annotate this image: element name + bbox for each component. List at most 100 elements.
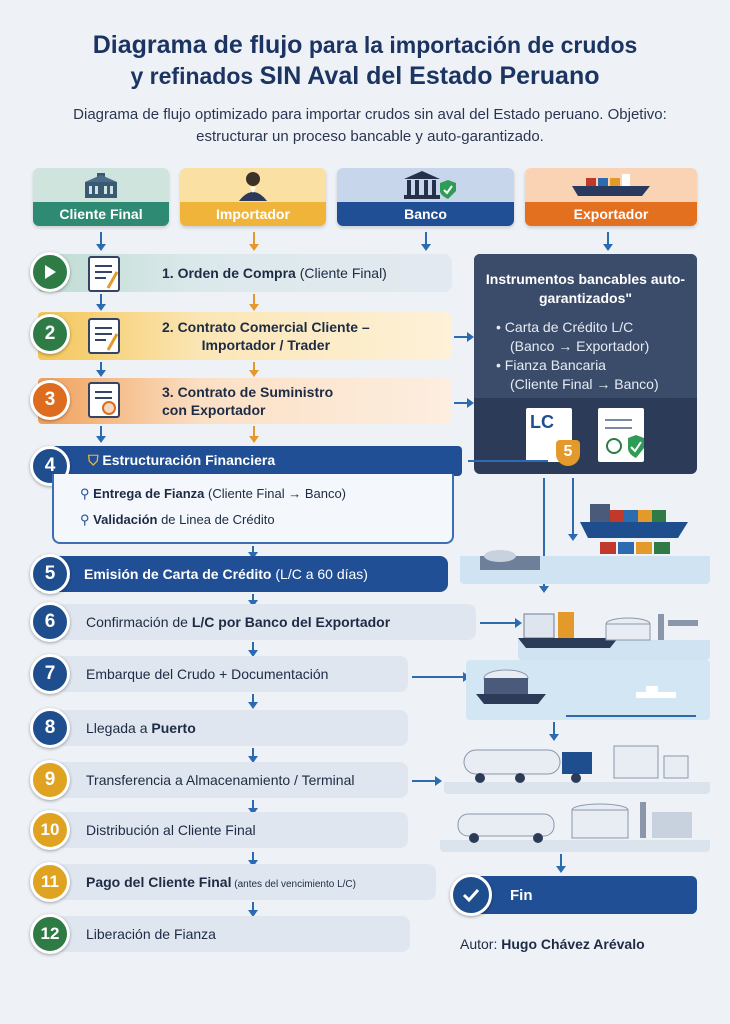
author-name: Hugo Chávez Arévalo	[501, 936, 645, 952]
step-10-badge: 10	[30, 810, 70, 850]
flow-arrow	[412, 776, 442, 786]
step-4-badge: 4	[30, 446, 70, 486]
guarantee-document-icon	[596, 406, 646, 464]
instrument-item-2-label: Fianza Bancaria	[504, 357, 606, 373]
author-label: Autor:	[460, 936, 502, 952]
step-5-note: (L/C a 60 días)	[271, 566, 368, 582]
step-10-pre: Distribución al	[86, 822, 178, 838]
lane-importador: Importador	[180, 168, 326, 226]
flow-arrow	[248, 546, 258, 559]
flow-arrow	[249, 362, 259, 377]
letter-of-credit-icon: LC 5	[524, 406, 580, 466]
flow-arrow	[96, 426, 106, 443]
bank-icon	[337, 168, 514, 202]
step-9-pre: Transferencia a	[86, 772, 186, 788]
flow-arrow	[539, 478, 549, 593]
step-12-title: Liberación de Fianza	[86, 926, 216, 942]
step-4-details: ⚲ Entrega de Fianza (Cliente Final → Ban…	[52, 474, 454, 544]
instruments-title: Instrumentos bancables auto-garantizados…	[485, 271, 686, 306]
step-8-pre: Llegada a	[86, 720, 152, 736]
step-11-badge: 11	[30, 862, 70, 902]
instrument-item-2: • Fianza Bancaria	[496, 357, 606, 373]
step-6-badge: 6	[30, 602, 70, 642]
flow-arrow	[454, 398, 474, 408]
step-1-title: 1. Orden de Compra	[162, 265, 296, 281]
end-label: Fin	[510, 887, 533, 904]
supply-contract-icon	[88, 382, 120, 418]
checkmark-icon	[450, 874, 492, 916]
step-4-item2-bold: Validación	[93, 512, 158, 527]
instrument-item-1-sub: (Banco → Exportador)	[510, 338, 650, 354]
subtitle: Diagrama de flujo optimizado para import…	[73, 106, 667, 145]
lane-label: Cliente Final	[33, 202, 169, 226]
title-line2-b: SIN Aval del Estado Peruano	[259, 62, 600, 90]
contract-icon	[88, 318, 120, 354]
factory-icon	[33, 168, 169, 202]
shield-icon: ⛉	[88, 452, 99, 468]
flow-arrow	[248, 800, 258, 815]
step-3-badge: 3	[30, 380, 70, 420]
step-9: Transferencia a Almacenamiento / Termina…	[38, 762, 408, 798]
flow-arrow	[248, 642, 258, 657]
step-11-title: Pago del Cliente Final	[86, 874, 232, 890]
step-7: Embarque del Crudo + Documentación	[38, 656, 408, 692]
flow-arrow	[480, 618, 522, 628]
instrument-item-1: • Carta de Crédito L/C	[496, 319, 634, 335]
step-11: Pago del Cliente Final (antes del vencim…	[38, 864, 436, 900]
step-6-title: L/C por Banco del Exportador	[191, 614, 391, 630]
flow-arrow	[249, 294, 259, 311]
step-7-badge: 7	[30, 654, 70, 694]
lane-banco: Banco	[337, 168, 514, 226]
lane-label: Banco	[337, 202, 514, 226]
step-4-item2-rest: de Linea de Crédito	[157, 512, 275, 527]
step-10: Distribución al Cliente Final	[38, 812, 408, 848]
distribution-illustration	[440, 796, 710, 852]
instrument-item-1-label: Carta de Crédito L/C	[504, 319, 634, 335]
pin-icon: ⚲	[80, 486, 90, 501]
step-4-title: Estructuración Financiera	[102, 452, 276, 468]
step-5: Emisión de Carta de Crédito (L/C a 60 dí…	[38, 556, 448, 592]
step-9-badge: 9	[30, 760, 70, 800]
step-4-header: ⛉ Estructuración Financiera	[52, 446, 462, 476]
end-node: Fin	[452, 876, 697, 914]
lane-label: Importador	[180, 202, 326, 226]
step-12: Liberación de Fianza	[38, 916, 410, 952]
lane-cliente-final: Cliente Final	[33, 168, 169, 226]
step-8-title: Puerto	[151, 720, 196, 736]
step-4-item1-bold: Entrega de Fianza	[93, 486, 205, 501]
step-4-item1-rest: (Cliente Final → Banco)	[204, 486, 347, 501]
flow-arrow	[556, 854, 566, 873]
play-icon	[30, 252, 70, 292]
author: Autor: Hugo Chávez Arévalo	[460, 936, 645, 952]
step-1-note: (Cliente Final)	[295, 265, 387, 281]
flow-arrow	[248, 748, 258, 763]
flow-arrow	[248, 594, 258, 607]
flow-arrow	[454, 332, 474, 342]
step-5-title: Emisión de Carta de Crédito	[84, 566, 272, 582]
step-2-line1: 2. Contrato Comercial Cliente –	[162, 319, 370, 335]
step-3-line2: con Exportador	[162, 402, 266, 418]
tanker-illustration	[466, 660, 710, 720]
flow-arrow	[248, 694, 258, 709]
flow-arrow	[248, 852, 258, 867]
person-icon	[180, 168, 326, 202]
step-8: Llegada a Puerto	[38, 710, 408, 746]
lane-exportador: Exportador	[525, 168, 697, 226]
title-line2-a: y refinados	[130, 63, 254, 89]
step-2-badge: 2	[30, 314, 70, 354]
flow-arrow	[248, 902, 258, 917]
ship-icon	[525, 168, 697, 202]
instruments-box: Instrumentos bancables auto-garantizados…	[474, 254, 697, 474]
page-title: Diagrama de flujo para la importación de…	[0, 30, 730, 92]
lc-doc-badge: 5	[556, 440, 580, 466]
lane-arrow	[603, 232, 613, 251]
tanker-truck-illustration	[444, 738, 710, 794]
step-3-line1: 3. Contrato de Suministro	[162, 384, 334, 400]
cargo-ship-illustration	[460, 494, 710, 584]
lane-arrow	[249, 232, 259, 251]
step-8-badge: 8	[30, 708, 70, 748]
lc-doc-label: LC	[530, 412, 554, 432]
lane-label: Exportador	[525, 202, 697, 226]
step-6: Confirmación de L/C por Banco del Export…	[38, 604, 476, 640]
step-2-line2: Importador / Trader	[201, 337, 331, 353]
